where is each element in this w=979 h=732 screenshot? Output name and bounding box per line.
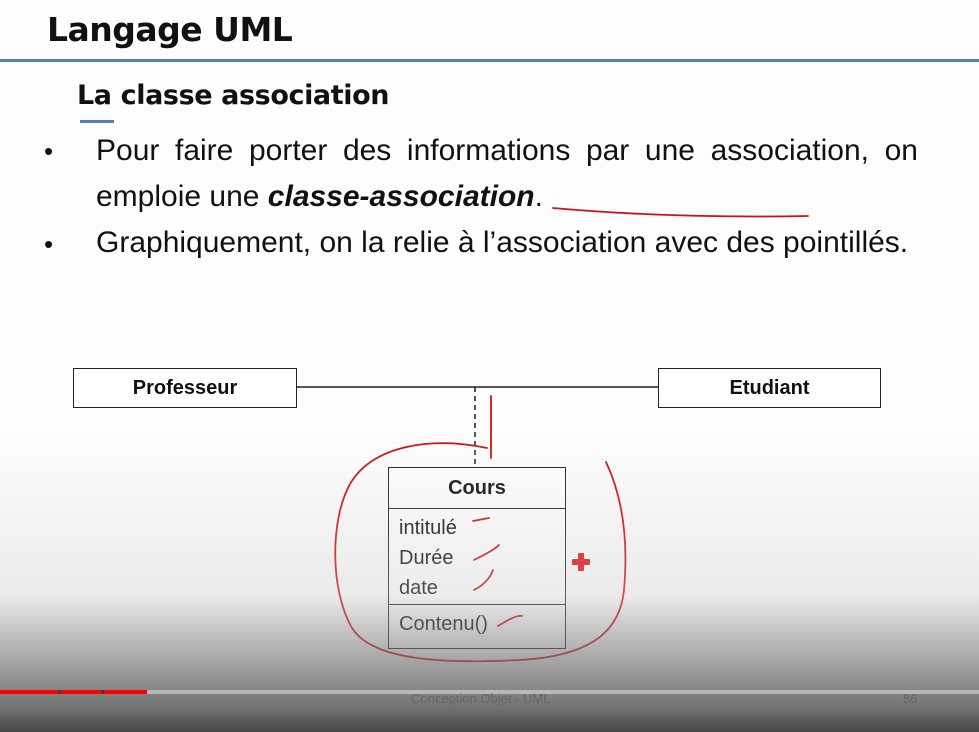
bullet-1-suffix: .	[534, 180, 543, 213]
bullet-1-text: Pour faire porter des informations par u…	[96, 134, 918, 213]
chapter-marker	[58, 690, 61, 694]
uml-class-etudiant: Etudiant	[658, 368, 881, 408]
bullet-dot: •	[44, 229, 54, 259]
circle-annotation	[334, 442, 627, 663]
bullet-dot: •	[44, 136, 54, 166]
pointer-cursor-icon	[572, 553, 590, 571]
video-progress-track[interactable]	[0, 690, 979, 694]
tick-mark	[473, 544, 500, 561]
bullet-item-1: Pour faire porter des informations par u…	[96, 128, 918, 220]
pen-annotations	[334, 207, 809, 663]
uml-class-etudiant-name: Etudiant	[729, 376, 810, 399]
chapter-marker	[101, 690, 104, 694]
underline-annotation	[552, 207, 809, 218]
title-rule	[0, 59, 979, 62]
tick-mark	[473, 569, 494, 591]
section-heading: La classe association	[77, 80, 390, 111]
tick-mark	[472, 517, 490, 522]
uml-class-professeur: Professeur	[73, 368, 297, 408]
video-progress-played[interactable]	[0, 690, 147, 694]
heading-accent-line	[80, 120, 114, 123]
bullet-1-emphasis: classe-association	[267, 180, 535, 213]
bullet-item-2: Graphiquement, on la relie à l’associati…	[96, 226, 909, 259]
tick-mark	[497, 614, 523, 627]
slide-title: Langage UML	[47, 10, 293, 49]
slide-page-number: 86	[903, 691, 918, 706]
slide-footer: Conception Objet - UML	[411, 691, 551, 706]
uml-class-professeur-name: Professeur	[132, 376, 238, 399]
